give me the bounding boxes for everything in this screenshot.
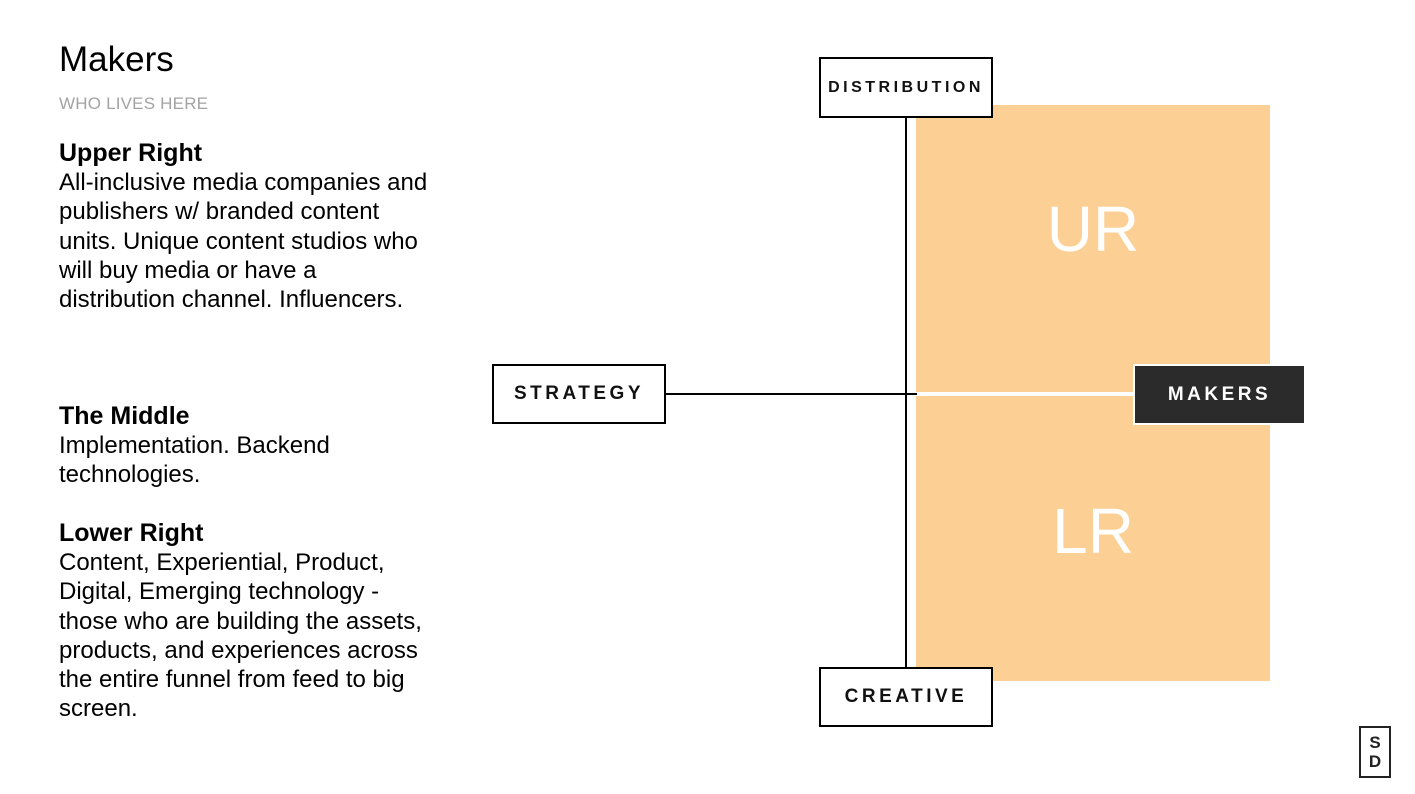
quadrant-upper-right: UR [916,105,1270,392]
vertical-axis [905,117,907,668]
section-body: Content, Experiential, Product, Digital,… [59,549,422,723]
horizontal-axis [665,393,917,395]
section-heading: Upper Right [59,139,203,167]
section-middle: The Middle Implementation. Backend techn… [59,401,439,490]
section-heading: Lower Right [59,519,204,547]
logo-letter: D [1368,752,1382,771]
logo-letter: S [1369,733,1381,752]
axis-label-distribution: DISTRIBUTION [819,57,993,118]
quadrant-label: LR [1052,495,1134,567]
axis-label-makers: MAKERS [1133,364,1306,425]
quadrant-lower-right: LR [916,396,1270,681]
section-heading: The Middle [59,402,190,430]
section-body: Implementation. Backend technologies. [59,432,330,489]
section-upper-right: Upper Right All-inclusive media companie… [59,138,439,314]
section-lower-right: Lower Right Content, Experiential, Produ… [59,518,439,724]
axis-label-creative: CREATIVE [819,667,993,727]
axis-label-strategy: STRATEGY [492,364,666,424]
sd-logo: S D [1359,726,1391,778]
page-subtitle: WHO LIVES HERE [59,94,209,113]
section-body: All-inclusive media companies and publis… [59,169,428,314]
page-title: Makers [59,40,174,79]
quadrant-label: UR [1046,193,1140,265]
quadrant-divider [916,392,1134,396]
